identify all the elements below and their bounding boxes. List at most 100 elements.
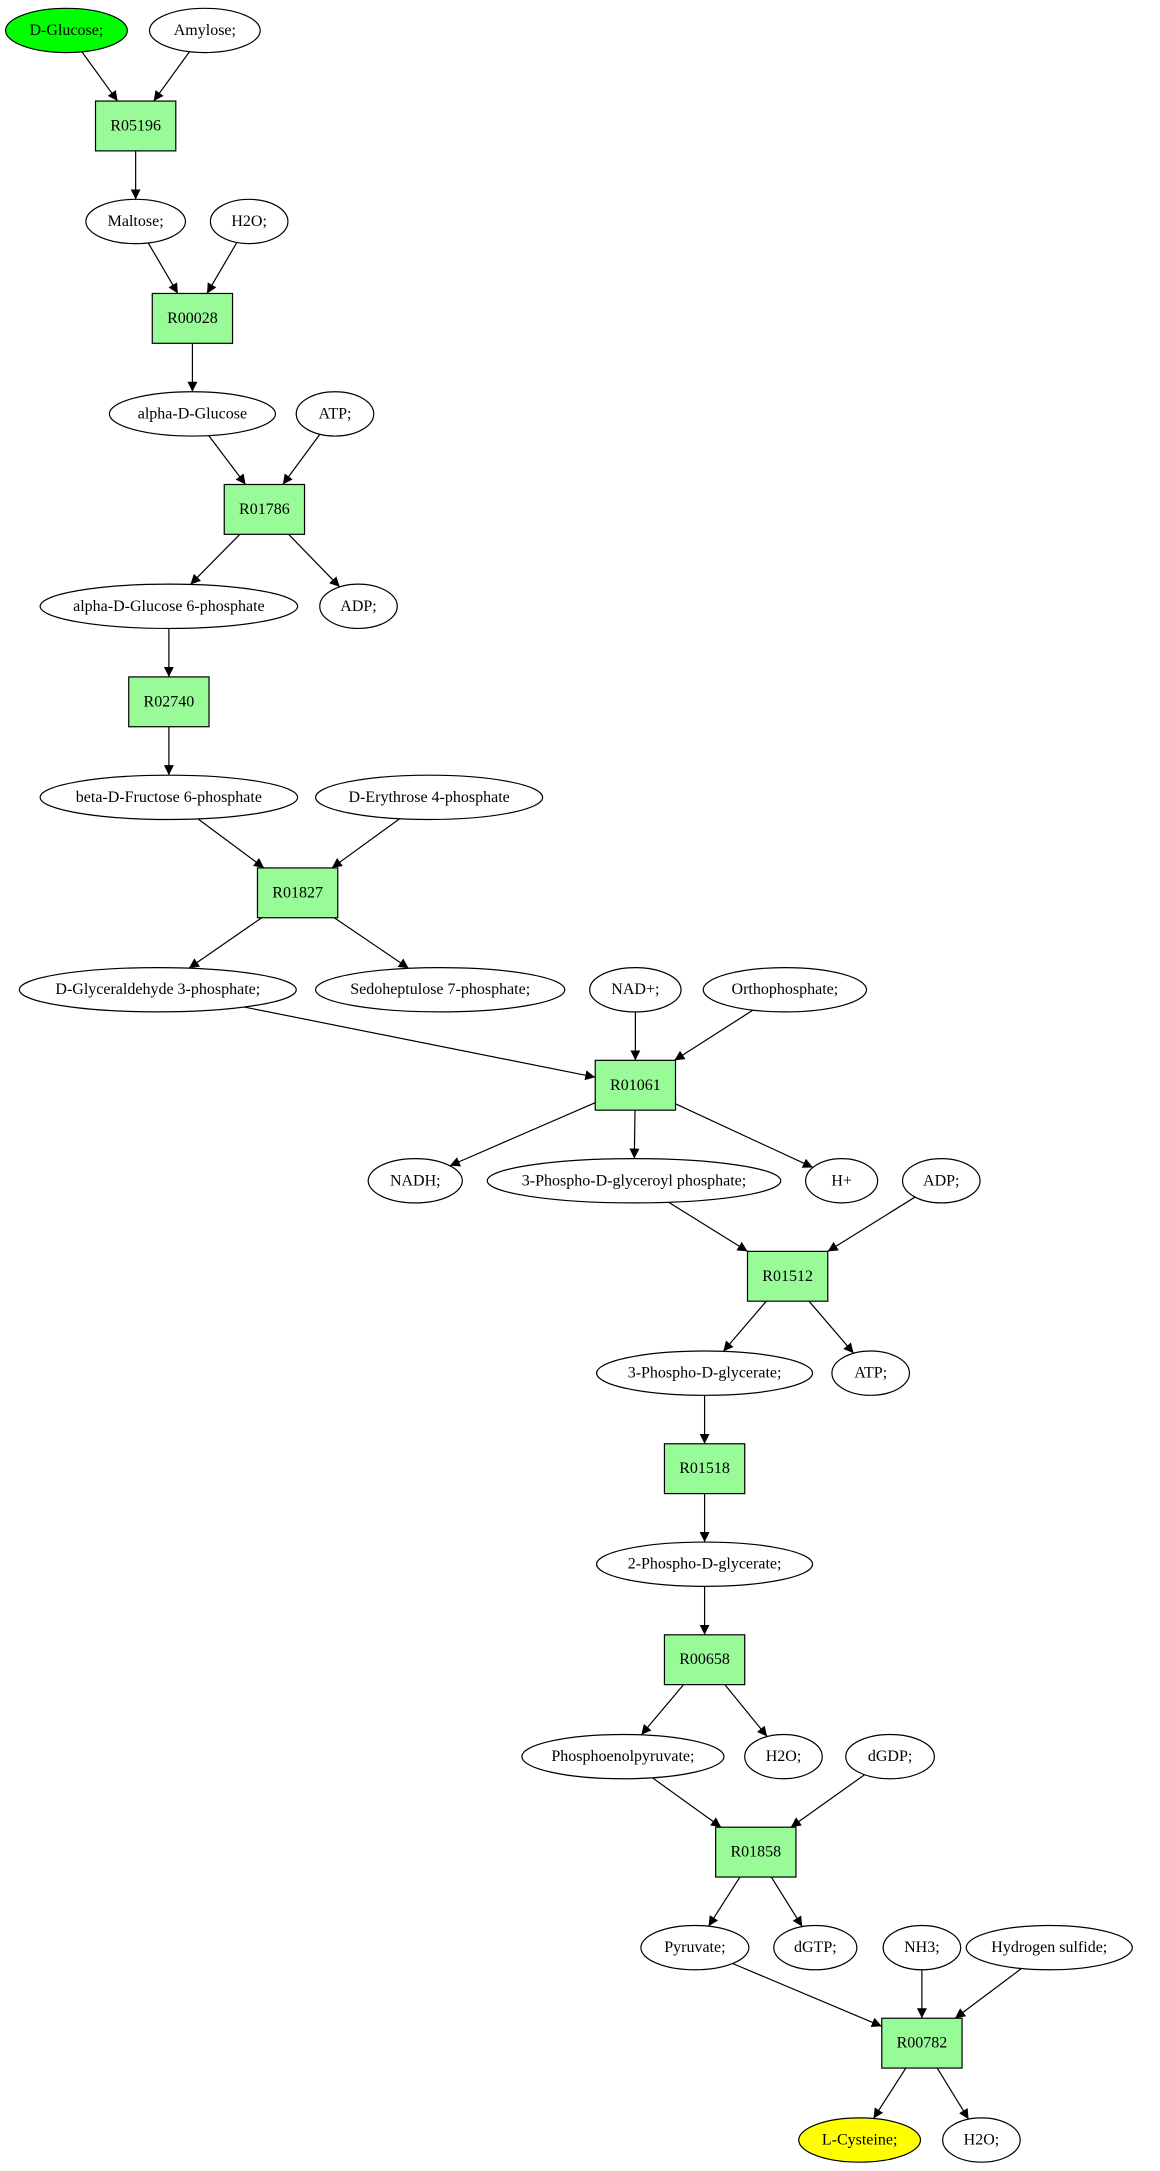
edge-r00782-to-lcys [872, 2067, 907, 2119]
metabolite-node-pyruvate[interactable]: Pyruvate; [640, 1924, 750, 1971]
metabolite-node-pep[interactable]: Phosphoenolpyruvate; [521, 1733, 725, 1780]
node-label: NADH; [390, 1172, 441, 1189]
node-label: R00782 [897, 2035, 948, 2052]
edge-maltose-to-r00028 [147, 242, 179, 294]
metabolite-ellipse [315, 774, 544, 821]
metabolite-node-pg3[interactable]: 3-Phospho-D-glycerate; [596, 1350, 814, 1396]
edge-pdgp-to-r01512 [668, 1201, 748, 1252]
metabolite-node-maltose[interactable]: Maltose; [85, 198, 187, 245]
metabolite-ellipse [486, 1158, 782, 1204]
metabolite-node-adg6p[interactable]: alpha-D-Glucose 6-phosphate [39, 583, 299, 630]
metabolite-node-ortho[interactable]: Orthophosphate; [702, 966, 868, 1013]
metabolite-node-hplus[interactable]: H+ [805, 1158, 879, 1204]
metabolite-node-de4p[interactable]: D-Erythrose 4-phosphate [315, 774, 544, 821]
metabolite-node-dgtp[interactable]: dGTP; [773, 1924, 858, 1971]
reaction-node-r01827[interactable]: R01827 [256, 867, 339, 919]
metabolite-node-pdgp[interactable]: 3-Phospho-D-glyceroyl phosphate; [486, 1158, 782, 1204]
node-label: R00658 [679, 1651, 730, 1668]
node-label: R01786 [239, 501, 290, 518]
metabolite-node-amylose[interactable]: Amylose; [148, 7, 261, 54]
metabolite-node-bdf6p[interactable]: beta-D-Fructose 6-phosphate [39, 774, 299, 821]
metabolite-node-nadp[interactable]: NAD+; [589, 966, 682, 1013]
node-label: NAD+; [611, 981, 659, 998]
reaction-box [594, 1059, 677, 1111]
metabolite-ellipse [845, 1733, 935, 1780]
node-label: alpha-D-Glucose [138, 405, 247, 422]
edge-r01858-to-pyruvate [708, 1876, 741, 1927]
edge-r01786-to-adg6p [189, 533, 241, 585]
metabolite-node-nh3[interactable]: NH3; [882, 1924, 962, 1971]
reaction-node-r01518[interactable]: R01518 [663, 1443, 746, 1495]
reaction-node-r02740[interactable]: R02740 [128, 676, 210, 728]
metabolite-node-lcys[interactable]: L-Cysteine; [798, 2117, 922, 2163]
metabolite-node-dgdp[interactable]: dGDP; [845, 1733, 935, 1780]
metabolite-node-pg2[interactable]: 2-Phospho-D-glycerate; [596, 1541, 814, 1587]
metabolite-node-adp1[interactable]: ADP; [319, 583, 398, 630]
reaction-node-r01858[interactable]: R01858 [715, 1826, 797, 1878]
node-label: ADP; [340, 598, 376, 615]
edge-ortho-to-r01061 [674, 1009, 754, 1061]
edge-pyruvate-to-r00782 [732, 1962, 882, 2027]
metabolite-node-h2o1[interactable]: H2O; [209, 198, 289, 245]
metabolite-node-s7p[interactable]: Sedoheptulose 7-phosphate; [315, 966, 566, 1013]
metabolite-ellipse [315, 966, 566, 1013]
metabolite-ellipse [108, 391, 277, 437]
metabolite-ellipse [882, 1924, 962, 1971]
reaction-box [94, 100, 177, 152]
node-label: D-Glucose; [30, 22, 104, 39]
node-label: 2-Phospho-D-glycerate; [628, 1556, 782, 1573]
edge-pep-to-r01858 [652, 1777, 722, 1828]
metabolite-node-adp2[interactable]: ADP; [901, 1158, 981, 1204]
metabolite-ellipse [209, 198, 289, 245]
metabolite-ellipse [965, 1924, 1133, 1971]
node-label: H+ [831, 1172, 852, 1189]
edge-de4p-to-r01827 [331, 818, 401, 869]
node-label: Sedoheptulose 7-phosphate; [350, 981, 530, 998]
node-label: L-Cysteine; [822, 2132, 898, 2149]
reaction-node-r00028[interactable]: R00028 [151, 292, 234, 344]
reaction-node-r00782[interactable]: R00782 [881, 2017, 963, 2069]
node-label: dGTP; [794, 1939, 837, 1956]
node-label: ATP; [319, 405, 352, 422]
reaction-box [881, 2017, 963, 2069]
metabolite-node-h2o3[interactable]: H2O; [942, 2117, 1021, 2163]
reaction-node-r00658[interactable]: R00658 [663, 1634, 746, 1686]
metabolite-node-dg3p[interactable]: D-Glyceraldehyde 3-phosphate; [18, 966, 297, 1013]
metabolite-ellipse [319, 583, 398, 630]
edge-r01061-to-nadh [449, 1102, 596, 1167]
metabolite-ellipse [39, 774, 299, 821]
node-label: Phosphoenolpyruvate; [551, 1748, 694, 1765]
metabolite-node-adglucose[interactable]: alpha-D-Glucose [108, 391, 277, 437]
reaction-node-r01786[interactable]: R01786 [223, 483, 306, 535]
edge-hsulf-to-r00782 [954, 1968, 1022, 2019]
reaction-node-r05196[interactable]: R05196 [94, 100, 177, 152]
metabolite-ellipse [773, 1924, 858, 1971]
reaction-box [223, 483, 306, 535]
metabolite-node-atp2[interactable]: ATP; [831, 1350, 911, 1396]
metabolite-node-hsulf[interactable]: Hydrogen sulfide; [965, 1924, 1133, 1971]
edge-amylose-to-r05196 [153, 51, 190, 102]
node-label: D-Glyceraldehyde 3-phosphate; [55, 981, 260, 998]
edge-r01786-to-adp1 [288, 533, 341, 588]
edge-h2o1-to-r00028 [206, 242, 238, 294]
reaction-node-r01512[interactable]: R01512 [746, 1250, 829, 1302]
node-label: ATP; [854, 1365, 887, 1382]
edges [81, 51, 1022, 2120]
metabolite-ellipse [901, 1158, 981, 1204]
metabolite-ellipse [596, 1541, 814, 1587]
metabolite-node-atp1[interactable]: ATP; [295, 391, 375, 437]
node-label: Hydrogen sulfide; [991, 1939, 1107, 1956]
metabolite-ellipse [521, 1733, 725, 1780]
node-label: 3-Phospho-D-glyceroyl phosphate; [522, 1172, 746, 1189]
metabolite-ellipse [805, 1158, 879, 1204]
edge-adp2-to-r01512 [827, 1196, 916, 1252]
metabolite-node-dglucose[interactable]: D-Glucose; [4, 7, 128, 54]
node-label: Amylose; [174, 22, 236, 39]
metabolite-node-h2o2[interactable]: H2O; [744, 1733, 823, 1780]
metabolite-node-nadh[interactable]: NADH; [367, 1158, 463, 1204]
reaction-node-r01061[interactable]: R01061 [594, 1059, 677, 1111]
edge-r01827-to-dg3p [188, 917, 263, 969]
edge-dgdp-to-r01858 [790, 1774, 865, 1828]
node-label: R00028 [167, 310, 218, 327]
